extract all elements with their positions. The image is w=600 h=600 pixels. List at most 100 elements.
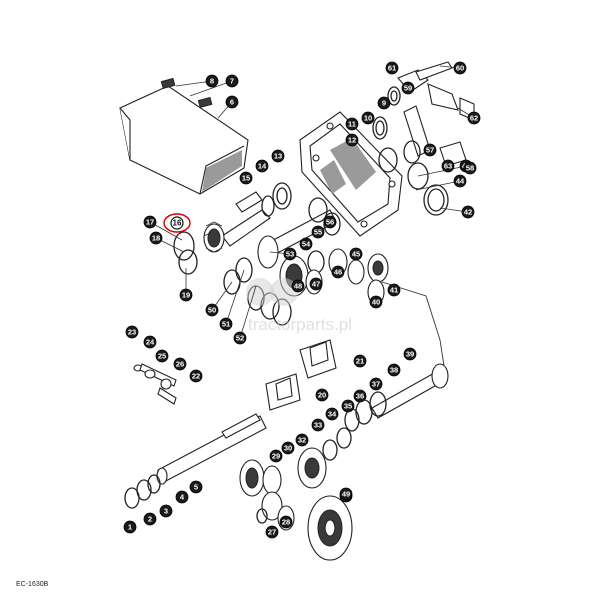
callout-2[interactable]: 2 (143, 512, 157, 526)
callout-37[interactable]: 37 (369, 377, 383, 391)
callout-23[interactable]: 23 (125, 325, 139, 339)
callout-number: 7 (230, 77, 234, 86)
callout-number: 22 (192, 372, 200, 381)
callout-badge (205, 303, 219, 317)
callout-39[interactable]: 39 (403, 347, 417, 361)
callout-8[interactable]: 8 (205, 74, 219, 88)
callout-badge (205, 74, 219, 88)
callout-18[interactable]: 18 (149, 231, 163, 245)
drawing-reference: EC-1630B (16, 581, 49, 588)
callout-53[interactable]: 53 (283, 247, 297, 261)
callout-badge (143, 335, 157, 349)
callout-badge (159, 504, 173, 518)
watermark-text: tractorparts.pl (248, 315, 352, 334)
callout-number: 1 (128, 523, 132, 532)
callout-24[interactable]: 24 (143, 335, 157, 349)
callout-20[interactable]: 20 (315, 388, 329, 402)
callout-number: 26 (176, 360, 184, 369)
callout-5[interactable]: 5 (189, 480, 203, 494)
highlighted-callout-16[interactable]: 16 (163, 213, 191, 233)
callout-59[interactable]: 59 (401, 81, 415, 95)
callout-number: 28 (282, 518, 290, 527)
callout-41[interactable]: 41 (387, 283, 401, 297)
callout-number: 25 (158, 352, 166, 361)
callout-48[interactable]: 48 (291, 279, 305, 293)
callout-15[interactable]: 15 (239, 171, 253, 185)
watermark: tractorparts.pl (246, 278, 352, 334)
callout-12[interactable]: 12 (345, 133, 359, 147)
callout-49[interactable]: 49 (339, 487, 353, 501)
callout-badge (353, 354, 367, 368)
callout-badge (453, 61, 467, 75)
callout-6[interactable]: 6 (225, 95, 239, 109)
callout-4[interactable]: 4 (175, 490, 189, 504)
callout-54[interactable]: 54 (299, 237, 313, 251)
callout-number: 12 (348, 136, 356, 145)
callout-number: 21 (356, 357, 364, 366)
callout-60[interactable]: 60 (453, 61, 467, 75)
callout-33[interactable]: 33 (311, 418, 325, 432)
callout-29[interactable]: 29 (269, 449, 283, 463)
callout-17[interactable]: 17 (143, 215, 157, 229)
callout-46[interactable]: 46 (331, 265, 345, 279)
callout-7[interactable]: 7 (225, 74, 239, 88)
callout-leader-43 (417, 165, 467, 177)
callout-19[interactable]: 19 (179, 288, 193, 302)
callout-number: 8 (210, 77, 214, 86)
callout-badge (467, 111, 481, 125)
callout-21[interactable]: 21 (353, 354, 367, 368)
output-shaft-assembly (344, 363, 449, 432)
callout-3[interactable]: 3 (159, 504, 173, 518)
callout-44[interactable]: 44 (453, 174, 467, 188)
callout-28[interactable]: 28 (279, 515, 293, 529)
callout-61[interactable]: 61 (385, 61, 399, 75)
callout-badge (463, 161, 477, 175)
callout-56[interactable]: 56 (323, 215, 337, 229)
callout-badge (189, 369, 203, 383)
callout-13[interactable]: 13 (271, 149, 285, 163)
callout-10[interactable]: 10 (361, 111, 375, 125)
callout-42[interactable]: 42 (461, 205, 475, 219)
bottom-gears (239, 427, 353, 561)
callout-number: 30 (284, 444, 292, 453)
callout-25[interactable]: 25 (155, 349, 169, 363)
callout-63[interactable]: 63 (441, 159, 455, 173)
callout-9[interactable]: 9 (377, 96, 391, 110)
callout-62[interactable]: 62 (467, 111, 481, 125)
callout-leader-7 (189, 80, 233, 97)
callout-40[interactable]: 40 (369, 295, 383, 309)
callout-51[interactable]: 51 (219, 317, 233, 331)
callout-1[interactable]: 1 (123, 520, 137, 534)
callout-32[interactable]: 32 (295, 433, 309, 447)
callout-badge (123, 520, 137, 534)
callout-35[interactable]: 35 (341, 399, 355, 413)
callout-badge (281, 441, 295, 455)
callout-38[interactable]: 38 (387, 363, 401, 377)
callout-badge (143, 215, 157, 229)
callout-badge (283, 247, 297, 261)
callout-number: 29 (272, 452, 280, 461)
callout-57[interactable]: 57 (423, 143, 437, 157)
callout-47[interactable]: 47 (309, 277, 323, 291)
callout-number: 17 (146, 218, 154, 227)
callout-50[interactable]: 50 (205, 303, 219, 317)
callout-22[interactable]: 22 (189, 369, 203, 383)
callout-14[interactable]: 14 (255, 159, 269, 173)
callout-34[interactable]: 34 (325, 407, 339, 421)
callout-11[interactable]: 11 (345, 117, 359, 131)
callout-badge (369, 377, 383, 391)
callout-badge (311, 225, 325, 239)
callout-badge (345, 117, 359, 131)
callout-52[interactable]: 52 (233, 331, 247, 345)
callout-27[interactable]: 27 (265, 525, 279, 539)
input-shaft-assembly (173, 182, 292, 275)
callout-45[interactable]: 45 (349, 247, 363, 261)
callout-30[interactable]: 30 (281, 441, 295, 455)
callout-58[interactable]: 58 (463, 161, 477, 175)
callout-55[interactable]: 55 (311, 225, 325, 239)
callout-36[interactable]: 36 (353, 389, 367, 403)
callout-number: 53 (286, 250, 294, 259)
callout-badge (387, 363, 401, 377)
callout-badge (315, 388, 329, 402)
callout-26[interactable]: 26 (173, 357, 187, 371)
